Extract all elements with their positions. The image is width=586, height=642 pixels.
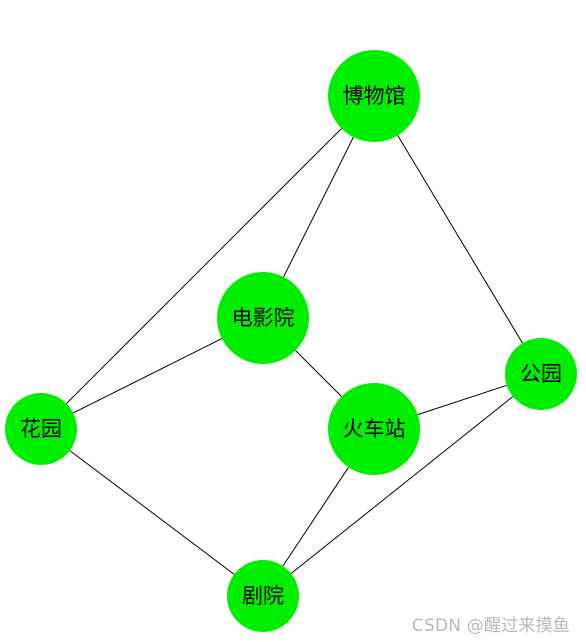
edge-park-theater bbox=[290, 396, 514, 574]
node-garden: 花园 bbox=[5, 393, 77, 465]
edge-museum-garden bbox=[66, 128, 342, 404]
node-label-theater: 剧院 bbox=[242, 584, 284, 608]
csdn-watermark: CSDN @醒过来摸鱼 bbox=[411, 616, 570, 636]
node-label-station: 火车站 bbox=[343, 417, 406, 441]
graph-edges bbox=[66, 128, 523, 575]
node-circle-theater bbox=[227, 560, 299, 632]
node-station: 火车站 bbox=[328, 383, 420, 475]
node-theater: 剧院 bbox=[227, 560, 299, 632]
node-circle-station bbox=[328, 383, 420, 475]
node-museum: 博物馆 bbox=[328, 50, 420, 142]
node-label-park: 公园 bbox=[520, 362, 562, 386]
edge-museum-cinema bbox=[283, 136, 354, 278]
edge-museum-park bbox=[397, 135, 523, 344]
edge-cinema-station bbox=[295, 350, 342, 397]
node-label-museum: 博物馆 bbox=[343, 84, 406, 108]
node-label-cinema: 电影院 bbox=[232, 306, 295, 330]
edge-station-theater bbox=[282, 467, 349, 567]
edge-garden-theater bbox=[69, 450, 235, 575]
node-circle-park bbox=[505, 338, 577, 410]
node-circle-museum bbox=[328, 50, 420, 142]
node-circle-cinema bbox=[217, 272, 309, 364]
node-circle-garden bbox=[5, 393, 77, 465]
edge-station-park bbox=[417, 384, 507, 416]
edge-cinema-garden bbox=[72, 338, 223, 414]
node-label-garden: 花园 bbox=[20, 417, 62, 441]
node-park: 公园 bbox=[505, 338, 577, 410]
node-cinema: 电影院 bbox=[217, 272, 309, 364]
